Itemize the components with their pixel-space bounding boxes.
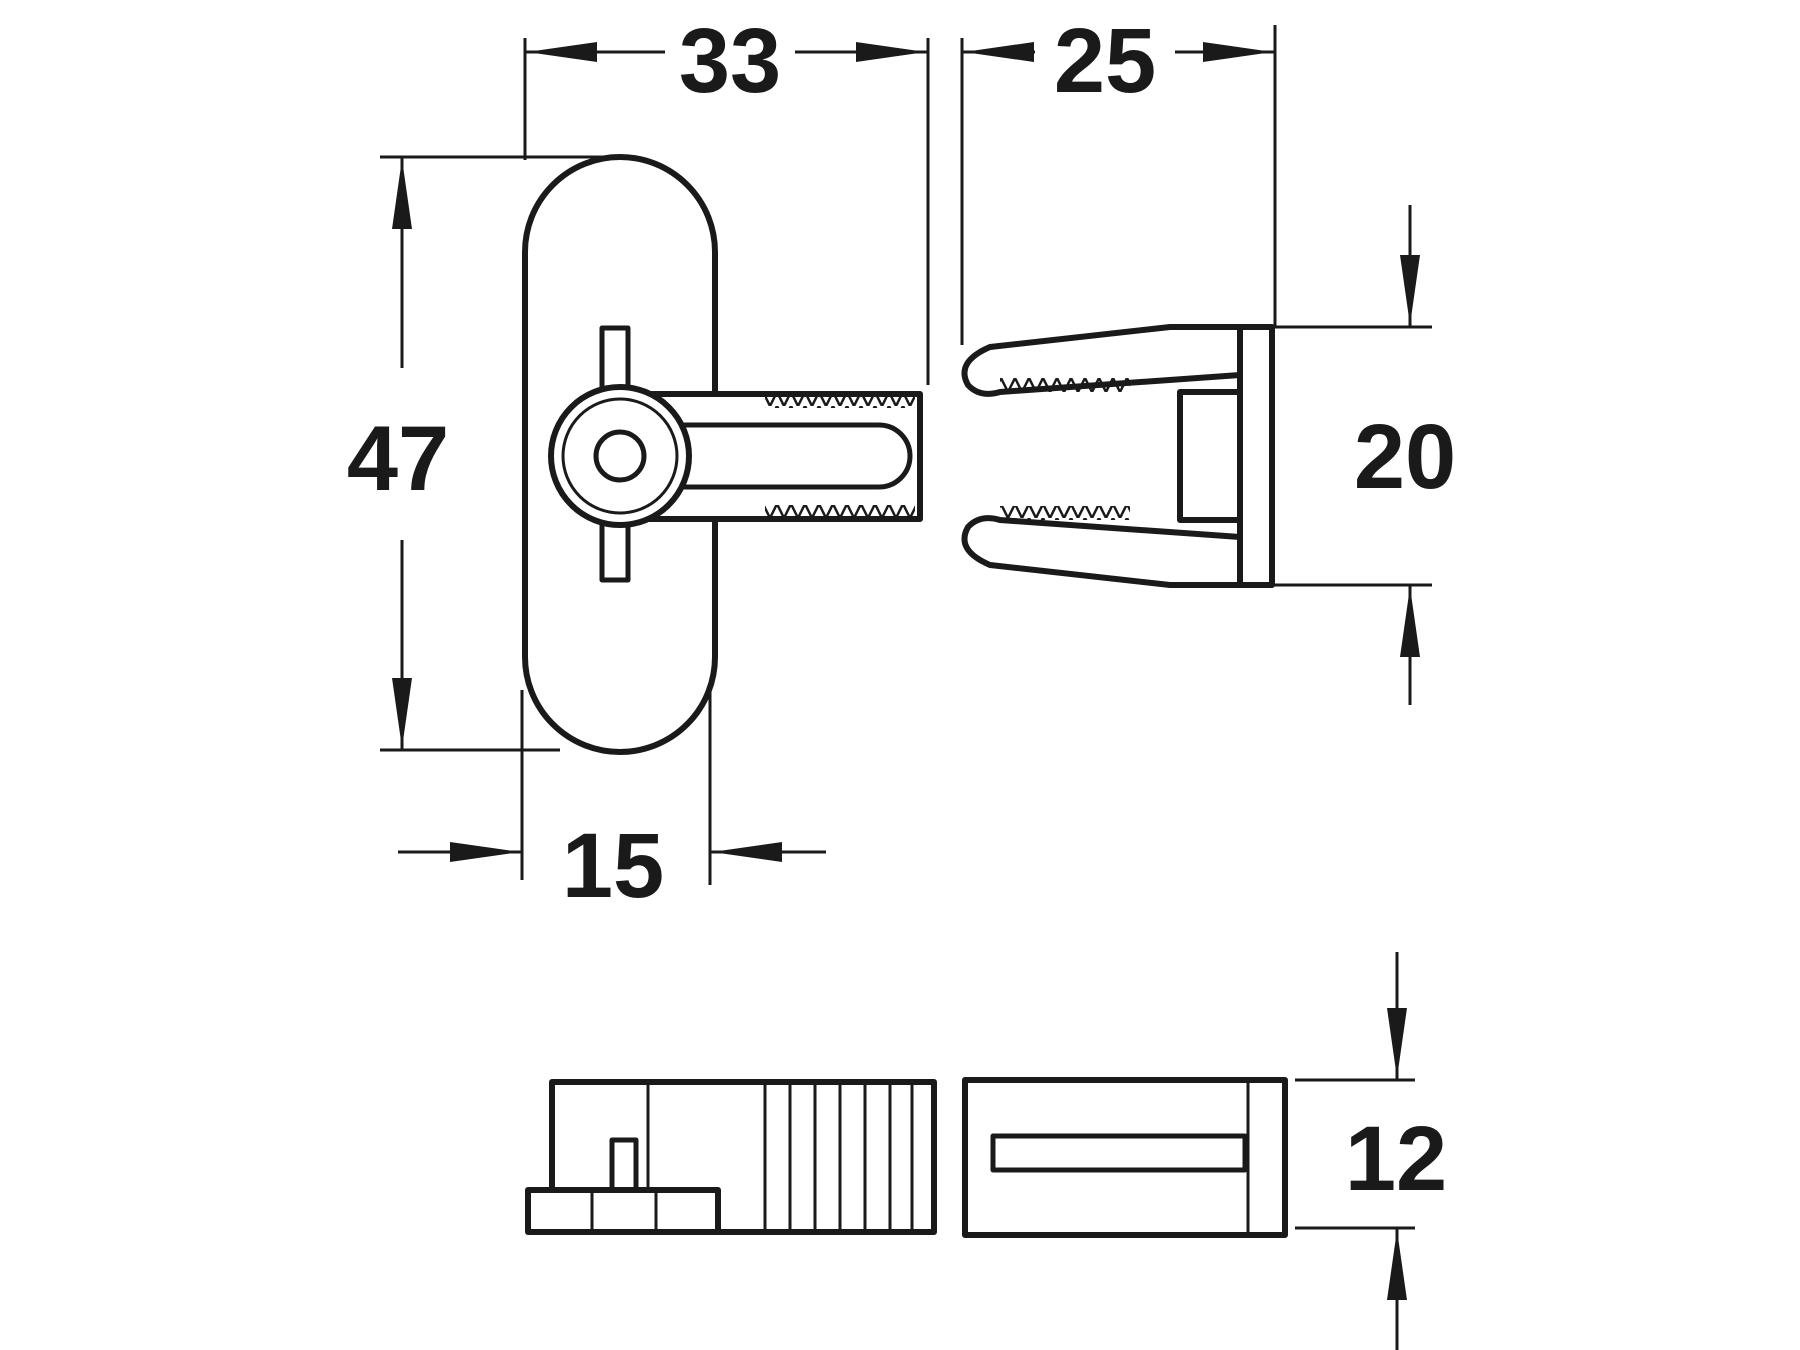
dimension-25: 25 — [960, 10, 1277, 345]
dimension-15: 15 — [398, 690, 826, 917]
thread-teeth-top — [765, 394, 915, 408]
dimension-20-label: 20 — [1354, 406, 1456, 508]
dowel-inner-block — [1177, 389, 1243, 523]
dowel-teeth-lower — [1000, 506, 1130, 520]
dimension-20: 20 — [1272, 205, 1456, 705]
dowel-side-slot — [990, 1133, 1248, 1173]
housing-side-stub — [609, 1137, 639, 1193]
dowel-side-body — [962, 1077, 1288, 1238]
dowel-top-view — [961, 324, 1275, 588]
thread-teeth-bottom — [765, 505, 915, 519]
cam-disc-ring — [561, 397, 679, 515]
dowel-head — [1237, 324, 1275, 588]
housing-side-body — [549, 1079, 937, 1235]
dimension-33-label: 33 — [679, 10, 781, 112]
housing-side-ribs — [763, 1082, 914, 1232]
dowel-prong-lower — [961, 515, 1243, 588]
dimension-12-label: 12 — [1345, 1108, 1447, 1210]
cam-disc — [548, 384, 692, 528]
dimension-47: 47 — [347, 155, 620, 752]
cam-disc-hole — [593, 429, 647, 483]
dowel-side-view — [962, 1077, 1288, 1238]
housing-side-plate — [525, 1187, 721, 1235]
dowel-teeth-upper — [1000, 378, 1130, 392]
dimension-47-label: 47 — [347, 408, 449, 510]
housing-side-view — [525, 1079, 937, 1235]
dimension-33: 33 — [523, 10, 930, 385]
dimension-12: 12 — [1295, 952, 1447, 1350]
dimension-15-label: 15 — [562, 815, 664, 917]
housing-top-view — [522, 154, 923, 755]
dimension-25-label: 25 — [1054, 10, 1156, 112]
dowel-prong-upper — [961, 324, 1243, 397]
